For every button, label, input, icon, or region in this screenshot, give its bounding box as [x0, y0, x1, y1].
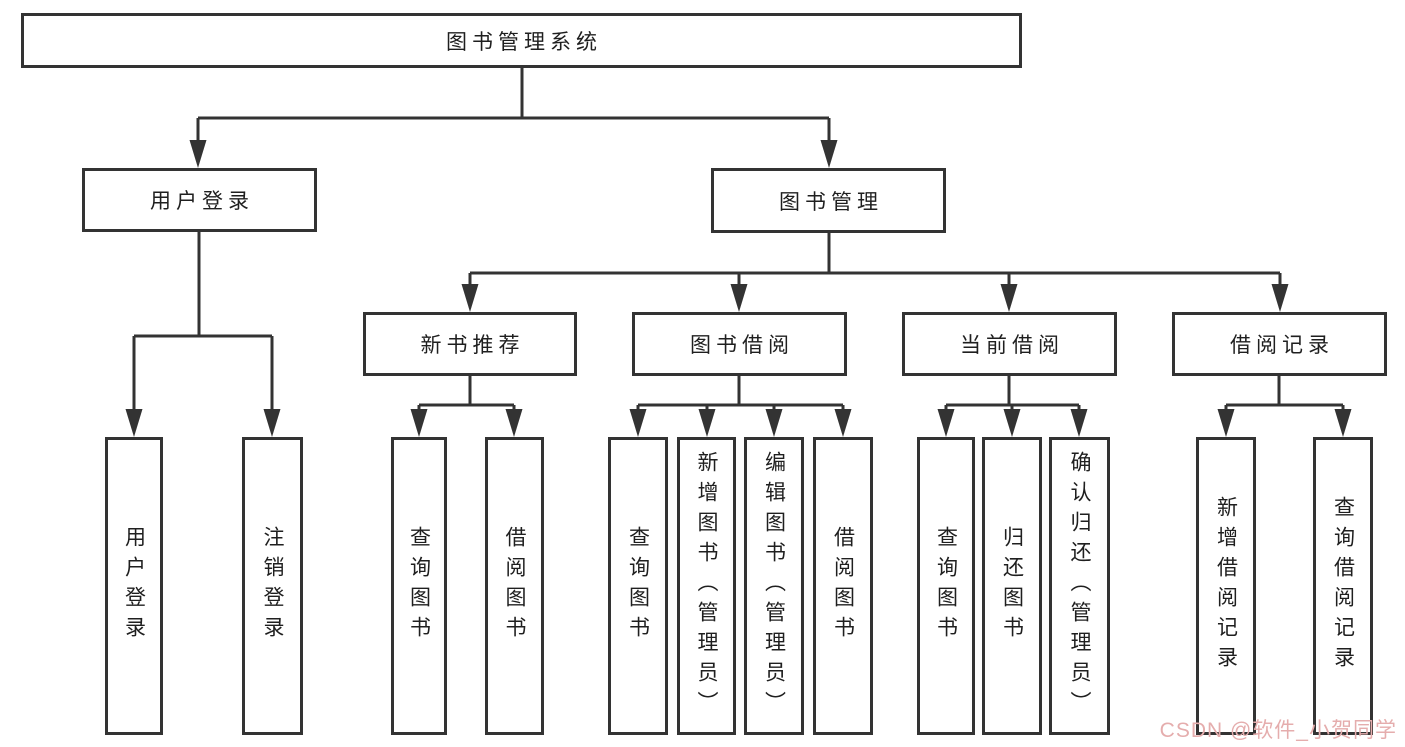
node-label: 图书借阅: [690, 334, 794, 357]
arrow-down-icon: [1271, 284, 1289, 312]
leaf-query-books-borrow: 查询图书: [608, 437, 668, 735]
node-label: 借阅图书: [503, 526, 526, 646]
node-label: 新增图书（管理员）: [695, 451, 718, 721]
arrow-down-icon: [410, 409, 428, 437]
connector-root-to-level2: [189, 68, 838, 168]
node-label: 查询图书: [626, 526, 650, 646]
node-label: 注销登录: [261, 526, 284, 646]
connector-line: [944, 376, 1081, 409]
node-label: 新书推荐: [420, 334, 525, 357]
arrow-down-icon: [1334, 409, 1352, 437]
node-borrowing-records: 借阅记录: [1172, 312, 1387, 376]
arrow-down-icon: [820, 140, 838, 168]
connector-user-login-to-leaves: [125, 232, 281, 437]
node-label: 当前借阅: [960, 334, 1064, 357]
node-label: 借阅图书: [831, 526, 855, 646]
arrow-down-icon: [263, 409, 281, 437]
arrow-down-icon: [505, 409, 523, 437]
arrow-down-icon: [765, 409, 783, 437]
arrow-down-icon: [730, 284, 748, 312]
arrow-down-icon: [1003, 409, 1021, 437]
node-label: 借阅记录: [1230, 334, 1334, 357]
arrow-down-icon: [629, 409, 647, 437]
arrow-down-icon: [125, 409, 143, 437]
leaf-query-borrow-record: 查询借阅记录: [1313, 437, 1373, 735]
leaf-borrow-books-recommend: 借阅图书: [485, 437, 544, 735]
arrow-down-icon: [834, 409, 852, 437]
node-label: 图书管理: [779, 190, 883, 214]
arrow-down-icon: [461, 284, 479, 312]
node-book-borrowing: 图书借阅: [632, 312, 847, 376]
node-label: 查询借阅记录: [1331, 496, 1355, 676]
connector-line: [417, 376, 516, 409]
node-new-book-recommend: 新书推荐: [363, 312, 577, 376]
leaf-logout: 注销登录: [242, 437, 303, 735]
node-current-borrowing: 当前借阅: [902, 312, 1117, 376]
connector-line: [132, 232, 274, 409]
node-label: 归还图书: [1000, 526, 1024, 646]
connector-borrow-to-leaves: [629, 376, 852, 437]
connector-book-mgmt-to-level3: [461, 233, 1289, 312]
node-label: 查询图书: [934, 526, 958, 646]
leaf-query-books-recommend: 查询图书: [391, 437, 447, 735]
arrow-down-icon: [1217, 409, 1235, 437]
node-label: 新增借阅记录: [1214, 496, 1238, 676]
connector-recommend-to-leaves: [410, 376, 523, 437]
connector-line: [468, 233, 1282, 284]
leaf-return-books: 归还图书: [982, 437, 1042, 735]
node-label: 编辑图书（管理员）: [762, 451, 786, 721]
connector-line: [1224, 376, 1345, 409]
csdn-watermark: CSDN @软件_小贺同学: [1159, 719, 1397, 742]
connector-line: [636, 376, 845, 409]
arrow-down-icon: [1070, 409, 1088, 437]
node-label: 图书管理系统: [446, 30, 602, 54]
connector-line: [196, 68, 831, 140]
node-label: 查询图书: [407, 526, 431, 646]
leaf-edit-books-admin: 编辑图书（管理员）: [744, 437, 804, 735]
node-user-login: 用户登录: [82, 168, 317, 232]
node-root-library-system: 图书管理系统: [21, 13, 1022, 68]
leaf-add-books-admin: 新增图书（管理员）: [677, 437, 736, 735]
node-book-management: 图书管理: [711, 168, 946, 233]
arrow-down-icon: [937, 409, 955, 437]
arrow-down-icon: [698, 409, 716, 437]
node-label: 用户登录: [122, 526, 146, 646]
leaf-borrow-books: 借阅图书: [813, 437, 873, 735]
connector-current-to-leaves: [937, 376, 1088, 437]
leaf-query-books-current: 查询图书: [917, 437, 975, 735]
arrow-down-icon: [1000, 284, 1018, 312]
connector-records-to-leaves: [1217, 376, 1352, 437]
node-label: 用户登录: [150, 190, 254, 213]
leaf-add-borrow-record: 新增借阅记录: [1196, 437, 1256, 735]
leaf-user-login: 用户登录: [105, 437, 163, 735]
arrow-down-icon: [189, 140, 207, 168]
node-label: 确认归还（管理员）: [1068, 451, 1091, 721]
leaf-confirm-return-admin: 确认归还（管理员）: [1049, 437, 1110, 735]
